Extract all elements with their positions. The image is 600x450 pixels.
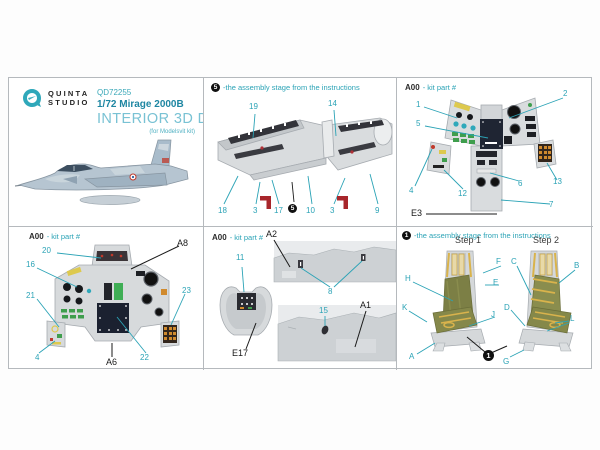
cockpit-tub-art (217, 109, 393, 209)
panel-rear-instrument-panel: A00 - kit part # (397, 78, 593, 227)
panel-front-instrument-panel: A00 - kit part # (9, 227, 204, 370)
kit-part-number: A00 (29, 232, 44, 241)
callout-j: J (491, 310, 495, 319)
product-type-title: INTERIOR 3D DECAL (97, 111, 203, 127)
panel-title-block: QUINTA STUDIO QD72255 1/72 Mirage 2000B … (9, 78, 204, 227)
part-label-a2: A2 (266, 229, 278, 239)
callout-19: 19 (249, 102, 258, 111)
kit-part-header: A00 - kit part # (212, 233, 263, 242)
assembly-header-label: -the assembly stage from the instruction… (223, 83, 360, 92)
mirage-2000b-profile-art (15, 139, 189, 205)
callout-lines (36, 252, 186, 354)
press-arrow-icon (337, 196, 348, 209)
stage-badge: 1 (402, 231, 411, 240)
callout-lines (241, 260, 363, 326)
kit-part-label: - kit part # (229, 233, 264, 242)
callout-14: 14 (328, 99, 337, 108)
callout-12: 12 (458, 189, 467, 198)
step1-label: Step 1 (455, 235, 482, 245)
part-label-e3: E3 (411, 208, 423, 218)
callout-7: 7 (549, 200, 554, 209)
part-label-a8: A8 (177, 238, 189, 248)
callout-10: 10 (306, 206, 315, 215)
callout-17: 17 (274, 206, 283, 215)
callout-23: 23 (182, 286, 191, 295)
kit-part-label: - kit part # (46, 232, 81, 241)
callout-e: E (493, 278, 499, 287)
step2-label: Step 2 (533, 235, 560, 245)
callout-2: 2 (563, 89, 568, 98)
callout-5: 5 (416, 119, 421, 128)
stage-badge: 5 (211, 83, 220, 92)
callout-lines (408, 265, 576, 358)
callout-1: 1 (416, 100, 421, 109)
callout-8: 8 (328, 287, 333, 296)
callout-lines (414, 97, 564, 205)
rear-instrument-panel-art (414, 97, 564, 215)
callout-a: A (409, 352, 415, 361)
callout-l: L (570, 314, 575, 323)
brand-name-line1: QUINTA (48, 88, 90, 98)
callout-11: 11 (236, 253, 245, 262)
assembly-header: 5 -the assembly stage from the instructi… (211, 83, 360, 92)
part-label-a6: A6 (106, 357, 118, 367)
callout-f: F (496, 257, 501, 266)
callout-3b: 3 (330, 206, 335, 215)
callout-4: 4 (409, 186, 414, 195)
callout-3a: 3 (253, 206, 258, 215)
callout-15: 15 (319, 306, 328, 315)
kit-part-number: A00 (405, 83, 420, 92)
panel-assembly-seats: 1 -the assembly stage from the instructi… (397, 227, 593, 370)
callout-4: 4 (35, 353, 40, 362)
quinta-q-icon (23, 89, 41, 107)
callout-16: 16 (26, 260, 35, 269)
quinta-logo: QUINTA STUDIO (21, 87, 90, 109)
callout-6: 6 (518, 179, 523, 188)
callout-h: H (405, 274, 411, 283)
part-label-a1: A1 (360, 300, 372, 310)
brand-name-line2: STUDIO (48, 98, 90, 107)
assembly-header-label: -the assembly stage from the instruction… (414, 231, 551, 240)
kit-part-header: A00 - kit part # (29, 232, 80, 241)
callout-21: 21 (26, 291, 35, 300)
callout-9: 9 (375, 206, 380, 215)
callout-lines (223, 109, 379, 205)
assembly-header: 1 -the assembly stage from the instructi… (402, 231, 551, 240)
callout-k: K (402, 303, 408, 312)
kit-part-number: A00 (212, 233, 227, 242)
ejection-seats-art (408, 250, 576, 358)
kit-part-header: A00 - kit part # (405, 83, 456, 92)
press-arrow-icon (260, 196, 271, 209)
callout-g: G (503, 357, 510, 366)
sidewall-parts-art (219, 239, 396, 362)
callout-d: D (504, 303, 510, 312)
callout-20: 20 (42, 246, 51, 255)
kit-part-label: - kit part # (422, 83, 457, 92)
callout-13: 13 (553, 177, 562, 186)
part-label-e17: E17 (232, 348, 249, 358)
front-instrument-panel-art (36, 244, 186, 357)
callout-b: B (574, 261, 580, 270)
callout-22: 22 (140, 353, 149, 362)
kit-note: (for Modelsvit kit) (149, 129, 195, 135)
decal-part-badge-1: 1 (483, 350, 494, 361)
decal-instruction-sheet: QUINTA STUDIO QD72255 1/72 Mirage 2000B … (8, 77, 593, 370)
panel-assembly-cockpit: 5 -the assembly stage from the instructi… (204, 78, 397, 227)
kit-title: 1/72 Mirage 2000B (97, 99, 184, 110)
product-code: QD72255 (97, 88, 132, 97)
panel-sidewall-parts: A00 - kit part # (204, 227, 397, 370)
decal-part-badge-5: 5 (288, 204, 297, 213)
callout-c: C (511, 257, 517, 266)
callout-18: 18 (218, 206, 227, 215)
